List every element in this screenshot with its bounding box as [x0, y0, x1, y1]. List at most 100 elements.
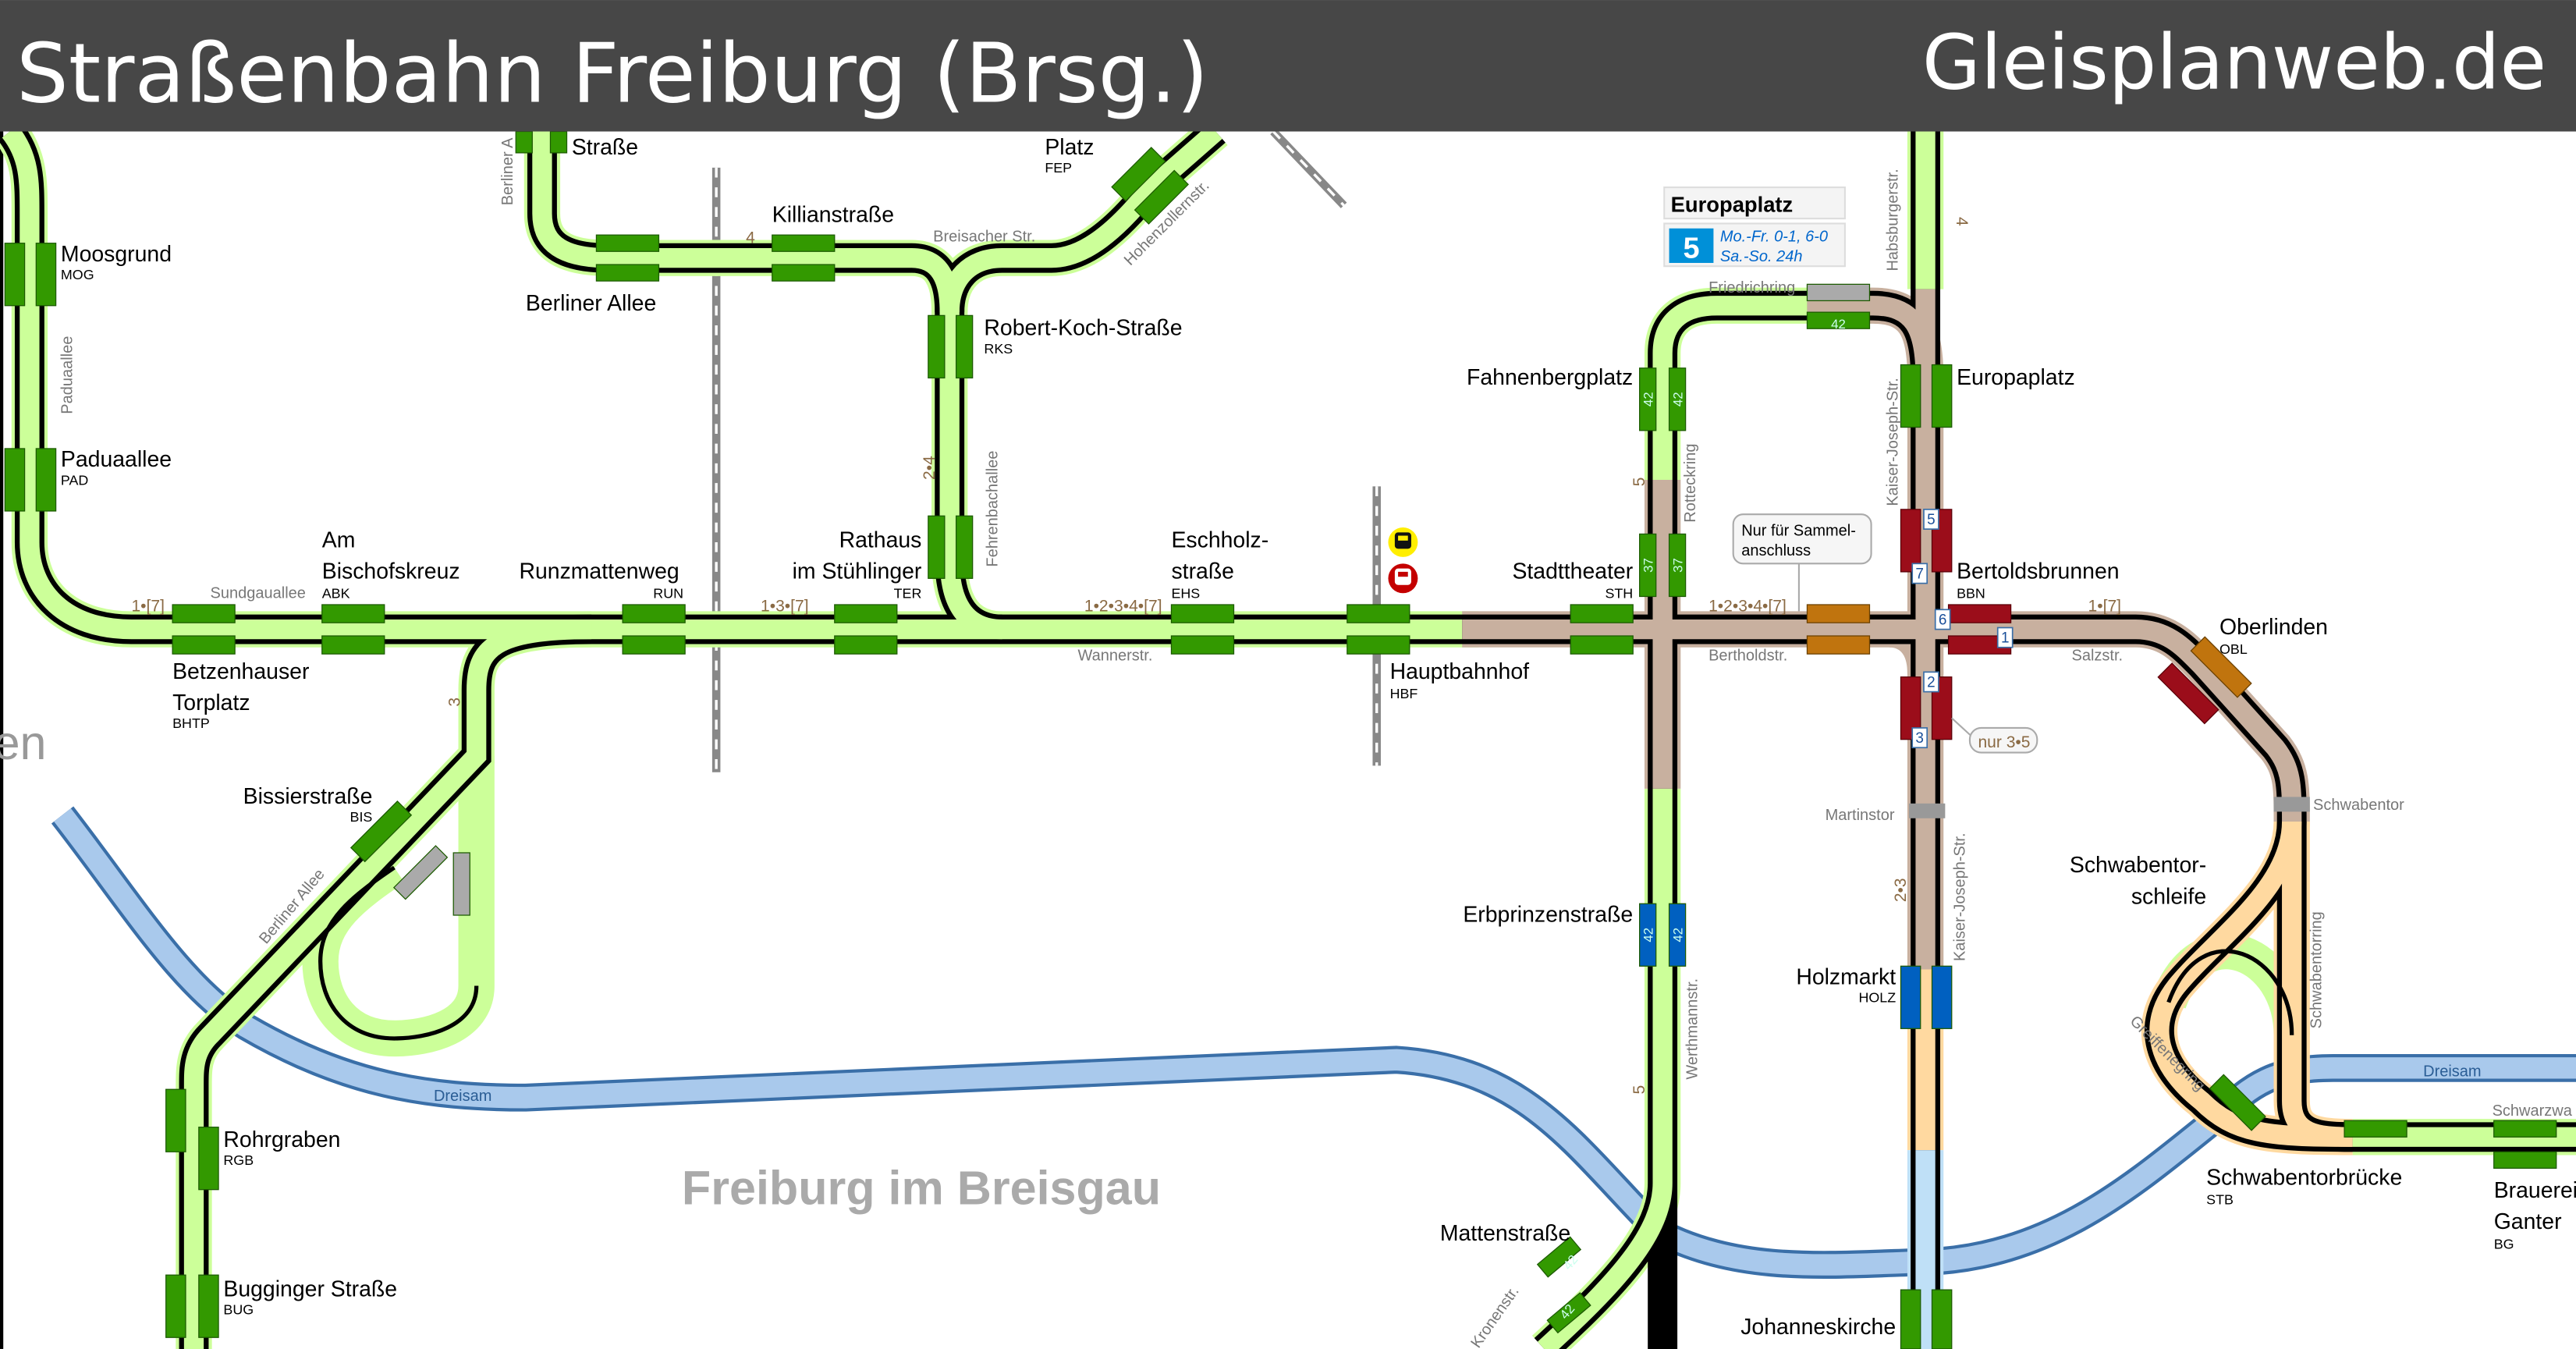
line-label: 5 — [1630, 477, 1648, 487]
station-name: Runzmattenweg — [519, 559, 679, 584]
station-name: Brauerei — [2494, 1178, 2576, 1203]
station-name: Rathaus — [839, 527, 922, 552]
station-name: Betzenhauser — [172, 659, 309, 684]
city-label: Freiburg im Breisgau — [682, 1162, 1161, 1215]
river-dreisam — [51, 806, 2576, 1279]
callout-text: anschluss — [1741, 542, 1811, 559]
tracks — [0, 118, 2576, 1349]
street-label: Bertholdstr. — [1708, 648, 1787, 665]
line-label: 2•3 — [1892, 878, 1910, 902]
callout-text: nur 3•5 — [1978, 733, 2030, 751]
line-label: 4 — [1953, 217, 1971, 226]
station-name: Europaplatz — [1957, 365, 2075, 390]
station-code: OBL — [2219, 641, 2248, 657]
line-label: 1•3•[7] — [761, 597, 809, 615]
station-name: Holzmarkt — [1796, 964, 1896, 989]
station-name: Am — [322, 527, 356, 552]
platform-number: 37 — [1641, 558, 1656, 573]
station-code: FEP — [1045, 160, 1072, 176]
station-name: Schwabentorbrücke — [2206, 1165, 2402, 1190]
platform-id: 6 — [1939, 612, 1947, 628]
station-code: PAD — [61, 472, 89, 488]
platform-id: 5 — [1927, 512, 1936, 528]
station-name: Bugginger Straße — [223, 1277, 397, 1302]
station-code: HBF — [1390, 686, 1418, 701]
station-code: ABK — [322, 586, 350, 602]
station-name: Paduaallee — [61, 447, 172, 472]
station-labels: Moosgrund MOG Paduaallee PAD Betzenhause… — [61, 135, 2576, 1340]
station-name: Rohrgraben — [223, 1127, 340, 1152]
street-label: Salzstr. — [2071, 648, 2123, 665]
station-name: Robert-Koch-Straße — [984, 316, 1182, 341]
platform-number: 42 — [1670, 928, 1685, 943]
station-code: BG — [2494, 1237, 2514, 1252]
street-label: Kaiser-Joseph-Str. — [1952, 832, 1969, 961]
platforms — [4, 130, 2557, 1349]
platform-id: 7 — [1915, 566, 1924, 582]
line-label: 1•[7] — [131, 597, 164, 615]
station-code: BHTP — [172, 715, 210, 731]
callout-sammelanschluss: Nur für Sammel- anschluss — [1732, 513, 1872, 612]
callout-nur-3-5: nur 3•5 — [1951, 717, 2038, 754]
river-label: Dreisam — [434, 1088, 491, 1105]
street-label: Rotteckring — [1682, 444, 1699, 523]
page-title: Straßenbahn Freiburg (Brsg.) — [16, 26, 1208, 122]
station-code: HOLZ — [1858, 990, 1896, 1006]
station-code: EHS — [1171, 586, 1200, 602]
station-code: RGB — [223, 1152, 254, 1168]
station-name: Johanneskirche — [1740, 1315, 1896, 1340]
station-name: im Stühlinger — [793, 559, 922, 584]
station-name: Stadttheater — [1512, 559, 1633, 584]
street-label: Sundgauallee — [211, 585, 306, 602]
station-name: Schwabentor- — [2070, 853, 2206, 878]
legend-station: Europaplatz — [1671, 193, 1794, 217]
platform-id: 3 — [1915, 730, 1924, 747]
station-name: Berliner Allee — [526, 291, 656, 316]
line-label: 4 — [746, 229, 755, 247]
station-name: Torplatz — [172, 690, 250, 715]
station-name: schleife — [2131, 884, 2206, 909]
site-name[interactable]: Gleisplanweb.de — [1922, 19, 2546, 107]
station-name: Platz — [1045, 135, 1094, 160]
station-name: Bertoldsbrunnen — [1957, 559, 2119, 584]
station-code: BBN — [1957, 586, 1985, 602]
station-code: BUG — [223, 1302, 254, 1318]
line-label: 1•[7] — [2088, 597, 2121, 615]
street-label: Wannerstr. — [1077, 648, 1152, 665]
platform-id: 2 — [1927, 674, 1936, 690]
station-name: Erbprinzenstraße — [1463, 902, 1633, 927]
line-label: 2•4 — [921, 456, 939, 480]
callout-text: Nur für Sammel- — [1741, 523, 1856, 540]
station-code: MOG — [61, 267, 94, 282]
platform-ids: 5 7 6 1 2 3 — [1911, 509, 2014, 749]
street-label: Paduaallee — [59, 336, 76, 414]
station-code: TER — [894, 586, 922, 602]
street-label: Fehrenbachallee — [984, 451, 1001, 567]
street-label: Schwarzwa — [2493, 1102, 2573, 1120]
station-name: Bissierstraße — [243, 784, 373, 809]
street-label: Breisacher Str. — [933, 229, 1035, 246]
city-label-partial: en — [0, 716, 46, 769]
street-label: Friedrichring — [1708, 279, 1795, 296]
header-bar: Straßenbahn Freiburg (Brsg.) Gleisplanwe… — [0, 0, 2576, 132]
station-name: Hauptbahnhof — [1390, 659, 1530, 684]
street-label: Berliner A — [499, 137, 516, 205]
station-name: straße — [1171, 559, 1234, 584]
regional-train-icon — [1388, 563, 1418, 594]
station-code: STH — [1605, 586, 1633, 602]
station-name: Oberlinden — [2219, 615, 2328, 640]
station-name: Bischofskreuz — [322, 559, 460, 584]
station-name: Eschholz- — [1171, 527, 1268, 552]
platform-number: 42 — [1641, 928, 1656, 943]
train-icon — [1388, 527, 1418, 557]
line-label: 1•2•3•4•[7] — [1708, 597, 1787, 615]
station-name: Killianstraße — [772, 202, 894, 227]
platform-number: 37 — [1670, 558, 1685, 573]
station-code: BIS — [350, 809, 373, 825]
station-name: Ganter — [2494, 1209, 2562, 1234]
platform-number: 42 — [1641, 392, 1656, 406]
legend-line-badge: 5 — [1683, 233, 1699, 265]
night-service-legend: Europaplatz 5 Mo.-Fr. 0-1, 6-0 Sa.-So. 2… — [1663, 186, 1846, 268]
platform-id: 1 — [2001, 630, 2010, 646]
station-code: RUN — [653, 586, 683, 602]
